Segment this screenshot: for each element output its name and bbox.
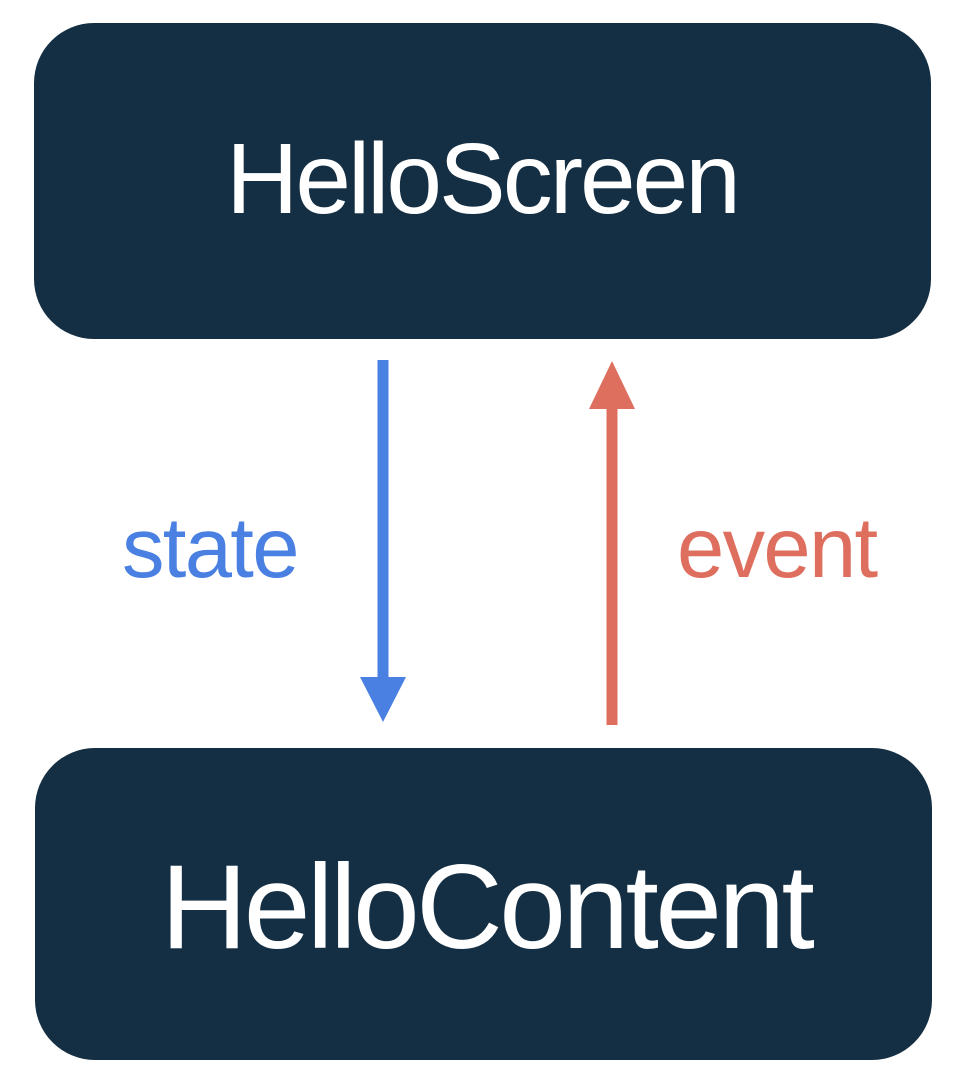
event-arrow-line bbox=[606, 401, 618, 725]
node-helloscreen-box bbox=[34, 23, 931, 339]
state-arrow-line bbox=[377, 360, 389, 682]
node-helloscreen-label: HelloScreen bbox=[226, 123, 738, 235]
state-edge-label: state bbox=[122, 501, 298, 596]
event-edge-label: event bbox=[677, 501, 878, 596]
node-helloscreen: HelloScreen bbox=[34, 23, 931, 339]
node-hellocontent-box bbox=[35, 748, 932, 1060]
node-hellocontent-label: HelloContent bbox=[161, 840, 815, 974]
node-hellocontent: HelloContent bbox=[35, 748, 932, 1060]
edge-state-arrow: state bbox=[122, 360, 406, 722]
event-arrow-head bbox=[589, 361, 635, 409]
edge-event-arrow: event bbox=[589, 361, 879, 725]
state-arrow-head bbox=[360, 677, 406, 722]
